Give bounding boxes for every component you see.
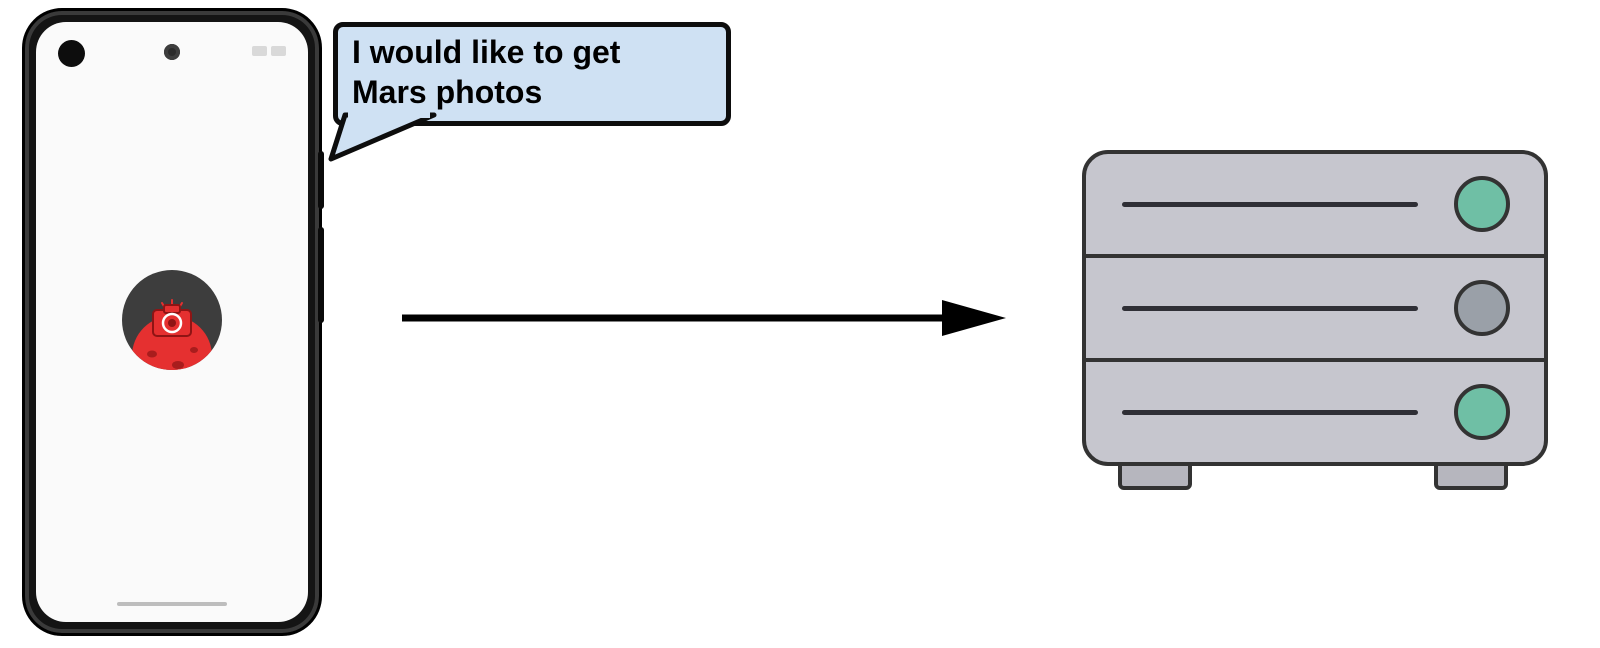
phone-screen <box>36 22 308 622</box>
status-bar-icons <box>252 46 286 56</box>
arrow-right-icon <box>402 300 1006 336</box>
speech-bubble-line2: Mars photos <box>352 74 543 111</box>
server-led-teal <box>1454 384 1510 440</box>
home-indicator <box>117 602 227 606</box>
mars-camera-app-icon <box>122 270 222 370</box>
mars-camera-app-art <box>122 270 222 370</box>
phone-power-button <box>318 151 324 209</box>
server-vent-line <box>1122 201 1418 207</box>
server-icon <box>1082 150 1548 466</box>
server-vent-line <box>1122 409 1418 415</box>
server-vent-line <box>1122 305 1418 311</box>
front-camera-icon <box>164 44 180 60</box>
phone-frame <box>22 8 324 636</box>
server-led-gray <box>1454 280 1510 336</box>
speech-bubble-line1: I would like to get <box>352 34 621 70</box>
speech-bubble: I would like to get Mars photos <box>333 22 731 126</box>
server-row <box>1086 258 1544 362</box>
wifi-icon <box>252 46 267 56</box>
server-led-teal <box>1454 176 1510 232</box>
phone-volume-button <box>318 227 324 323</box>
status-dot-icon <box>58 40 85 67</box>
server-rows <box>1086 154 1544 462</box>
battery-icon <box>271 46 286 56</box>
server-row <box>1086 362 1544 462</box>
server-row <box>1086 154 1544 258</box>
speech-bubble-tail <box>328 112 437 162</box>
